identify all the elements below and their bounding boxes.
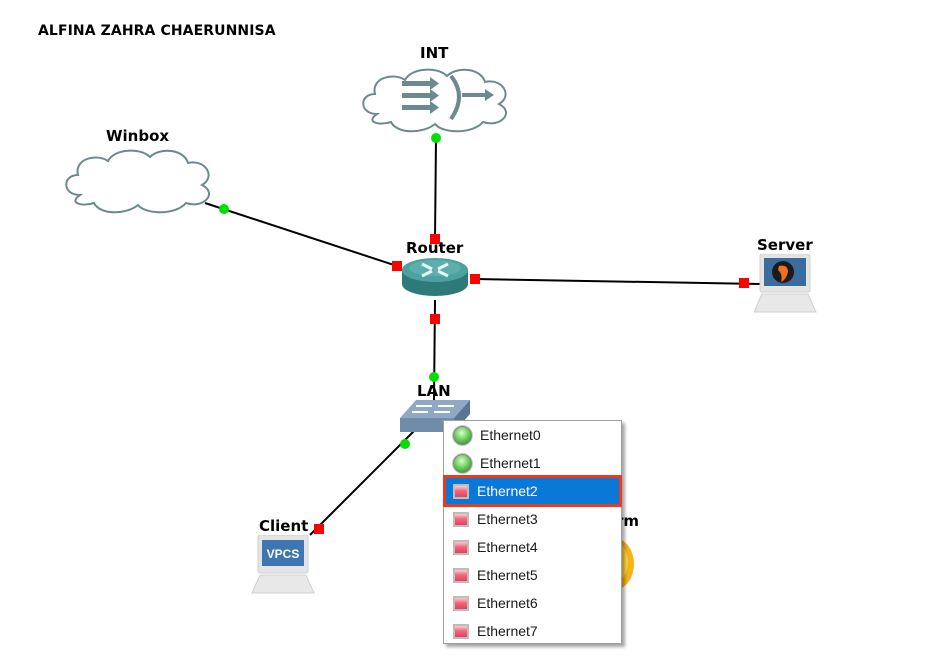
menu-item-label: Ethernet7 (477, 623, 538, 639)
node-label-router: Router (406, 239, 464, 257)
node-label-int: INT (420, 44, 449, 62)
node-label-client: Client (259, 517, 309, 535)
node-lan[interactable] (398, 400, 472, 434)
menu-item-ethernet5[interactable]: Ethernet5 (445, 561, 620, 589)
node-label-server: Server (757, 236, 813, 254)
menu-item-label: Ethernet4 (477, 539, 538, 555)
node-label-winbox: Winbox (106, 127, 170, 145)
menu-item-label: Ethernet6 (477, 595, 538, 611)
port-free-icon (453, 539, 469, 555)
link-int-router[interactable] (434, 137, 437, 241)
menu-item-ethernet1[interactable]: Ethernet1 (445, 449, 620, 477)
cloud-internet-icon (362, 68, 507, 133)
port-free-icon (453, 511, 469, 527)
link-winbox-router[interactable] (204, 202, 398, 267)
menu-item-label: Ethernet2 (477, 483, 538, 499)
menu-item-ethernet3[interactable]: Ethernet3 (445, 505, 620, 533)
menu-item-ethernet0[interactable]: Ethernet0 (445, 421, 620, 449)
port-free-icon (453, 595, 469, 611)
menu-item-ethernet7[interactable]: Ethernet7 (445, 617, 620, 645)
menu-item-label: Ethernet5 (477, 567, 538, 583)
switch-icon (400, 400, 470, 432)
cloud-icon (65, 149, 210, 214)
menu-item-label: Ethernet1 (480, 455, 541, 471)
port-connected-icon (453, 425, 472, 445)
port-free-icon (453, 567, 469, 583)
link-status-down (314, 524, 324, 534)
menu-item-ethernet2[interactable]: Ethernet2 (443, 475, 622, 507)
link-status-down (430, 314, 440, 324)
qemu-server-icon (753, 253, 817, 313)
link-status-up (219, 204, 229, 214)
node-int[interactable] (357, 64, 515, 134)
link-status-up (400, 439, 410, 449)
link-status-up (429, 372, 439, 382)
menu-item-ethernet4[interactable]: Ethernet4 (445, 533, 620, 561)
node-winbox[interactable] (60, 147, 216, 215)
menu-item-ethernet6[interactable]: Ethernet6 (445, 589, 620, 617)
node-router[interactable] (400, 256, 470, 300)
canvas-title: ALFINA ZAHRA CHAERUNNISA (38, 23, 276, 39)
port-selection-menu[interactable]: Ethernet0 Ethernet1 Ethernet2 Ethernet3 … (443, 420, 622, 644)
link-status-up (431, 133, 441, 143)
router-icon (402, 258, 468, 296)
node-client[interactable]: VPCS (250, 534, 316, 595)
link-status-down (470, 274, 480, 284)
port-connected-icon (453, 453, 472, 473)
port-free-icon (453, 483, 469, 499)
link-router-server[interactable] (474, 278, 761, 285)
vpcs-icon: VPCS (251, 534, 315, 594)
link-status-down (392, 261, 402, 271)
menu-item-label: Ethernet0 (480, 427, 541, 443)
vpcs-screen-text: VPCS (267, 547, 300, 561)
link-status-down (739, 278, 749, 288)
menu-item-label: Ethernet3 (477, 511, 538, 527)
node-label-lan: LAN (417, 382, 451, 400)
node-server[interactable] (752, 253, 818, 314)
port-free-icon (453, 623, 469, 639)
link-status-down (430, 234, 440, 244)
